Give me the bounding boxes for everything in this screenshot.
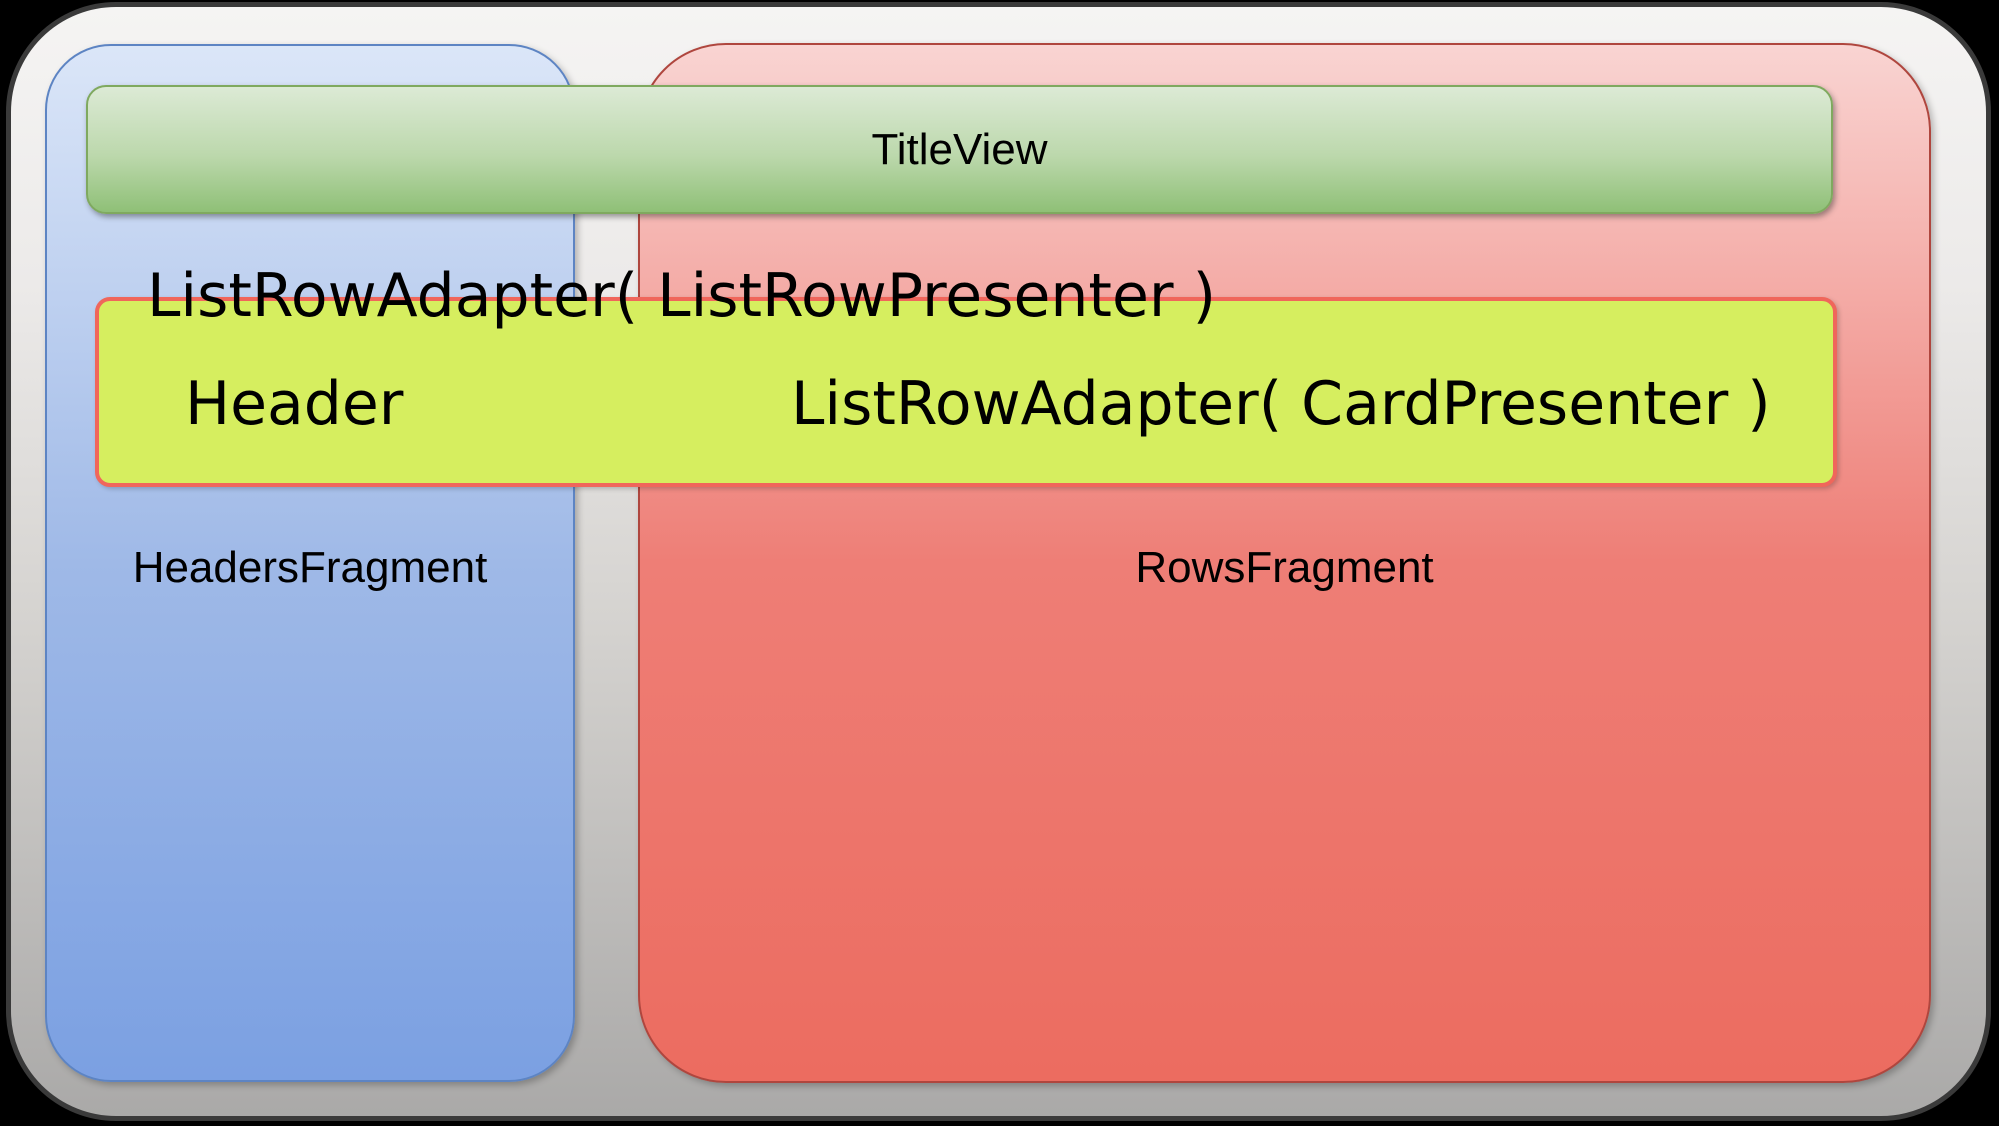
rows-fragment-label: RowsFragment bbox=[1135, 543, 1434, 592]
list-row-adapter-presenter-label: ListRowAdapter( ListRowPresenter ) bbox=[147, 261, 1217, 331]
card-presenter-adapter-label: ListRowAdapter( CardPresenter ) bbox=[791, 369, 1771, 439]
adapter-row-box bbox=[95, 297, 1837, 487]
title-view-bar: TitleView bbox=[86, 85, 1833, 214]
headers-fragment-box bbox=[45, 44, 575, 1082]
headers-fragment-label: HeadersFragment bbox=[132, 543, 488, 592]
header-label: Header bbox=[185, 369, 404, 439]
rows-fragment-box bbox=[638, 43, 1931, 1083]
title-view-label: TitleView bbox=[871, 124, 1048, 174]
